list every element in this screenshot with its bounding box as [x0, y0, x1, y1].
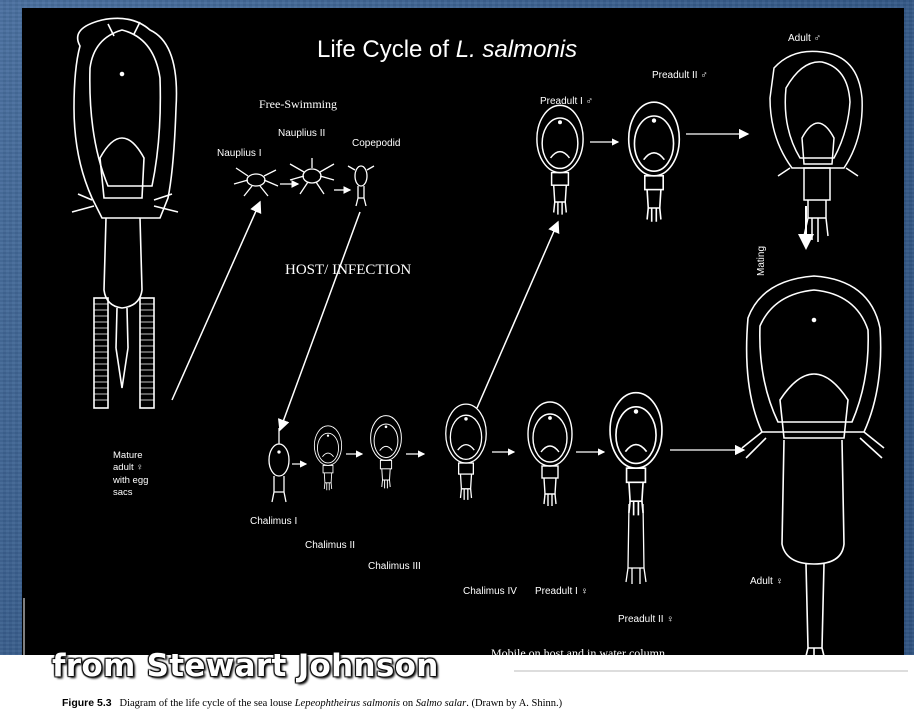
mature-line-2: adult ♀ — [113, 462, 148, 474]
adult-female-label: Adult ♀ — [750, 576, 783, 588]
preadult-2-male-drawing — [629, 102, 680, 222]
title-species: L. salmonis — [456, 36, 577, 63]
adult-female-drawing — [742, 276, 884, 668]
preadult-1-male-label: Preadult I ♂ — [540, 96, 593, 108]
chalimus-1-drawing — [269, 428, 289, 502]
chalimus-4-label: Chalimus IV — [463, 586, 517, 598]
mating-label: Mating — [756, 246, 767, 276]
diagram-title: Life Cycle of L. salmonis — [317, 36, 577, 64]
credit-underline — [514, 670, 908, 672]
diagram-panel: Mating Life Cycle of L. salmonis Free-Sw… — [22, 8, 904, 708]
nauplius-1-label: Nauplius I — [217, 148, 261, 160]
copepodid-label: Copepodid — [352, 138, 400, 150]
chalimus-1-label: Chalimus I — [250, 516, 297, 528]
host-infection-label: HOST/ INFECTION — [285, 262, 411, 279]
preadult-1-male-drawing — [537, 105, 583, 214]
figure-number: Figure 5.3 — [62, 697, 112, 709]
preadult-1-female-label: Preadult I ♀ — [535, 586, 588, 598]
mature-line-4: sacs — [113, 487, 148, 499]
chalimus-4-drawing — [446, 404, 486, 500]
nauplius-2-label: Nauplius II — [278, 128, 325, 140]
chalimus-3-drawing — [371, 416, 402, 489]
life-cycle-drawing: Mating — [22, 8, 904, 708]
mature-line-1: Mature — [113, 450, 148, 462]
nauplius-1-drawing — [234, 168, 278, 196]
mature-female-drawing — [72, 18, 178, 408]
preadult-2-female-drawing — [610, 393, 662, 584]
mature-female-label: Mature adult ♀ with egg sacs — [113, 450, 148, 499]
preadult-2-male-label: Preadult II ♂ — [652, 70, 708, 82]
figure-caption: Figure 5.3 Diagram of the life cycle of … — [62, 697, 562, 709]
chalimus-2-drawing — [314, 426, 341, 490]
mature-line-3: with egg — [113, 475, 148, 487]
chalimus-3-label: Chalimus III — [368, 561, 421, 573]
credit-text: from Stewart Johnson — [52, 648, 439, 684]
adult-male-drawing — [770, 51, 862, 242]
nauplius-2-drawing — [290, 158, 334, 194]
preadult-2-female-label: Preadult II ♀ — [618, 614, 674, 626]
preadult-1-female-drawing — [528, 402, 572, 506]
free-swimming-label: Free-Swimming — [259, 98, 337, 112]
chalimus-2-label: Chalimus II — [305, 540, 355, 552]
copepodid-drawing — [348, 166, 374, 206]
adult-male-label: Adult ♂ — [788, 33, 821, 45]
